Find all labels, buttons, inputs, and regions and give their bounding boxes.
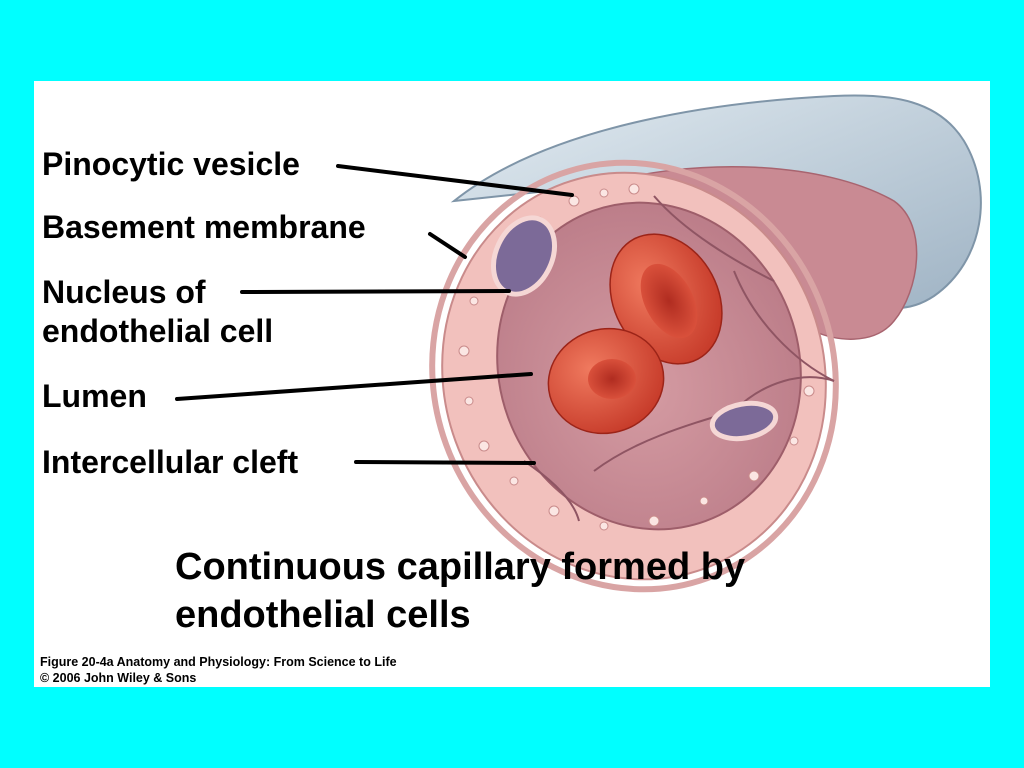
figure-credit: Figure 20-4a Anatomy and Physiology: Fro… [40,654,397,686]
leader-pinocytic-vesicle [336,164,574,197]
red-blood-cell-front [547,327,665,435]
label-nucleus-line2: endothelial cell [42,313,274,349]
basement-membrane [429,159,839,593]
nucleus-lower [709,400,779,442]
credit-line1: Figure 20-4a Anatomy and Physiology: Fro… [40,655,397,669]
capillary-illustration [175,94,982,593]
label-intercellular-cleft: Intercellular cleft [42,444,299,480]
leader-nucleus [240,289,511,294]
leader-lumen [175,372,533,401]
label-pinocytic-vesicle: Pinocytic vesicle [42,146,300,182]
label-basement-membrane: Basement membrane [42,209,366,245]
figure-caption: Continuous capillary formed by endotheli… [175,543,745,639]
credit-line2: © 2006 John Wiley & Sons [40,671,197,685]
label-nucleus-line1: Nucleus of [42,274,206,310]
caption-line2: endothelial cells [175,594,471,636]
red-blood-cell-back [609,233,723,365]
slide-panel: Pinocytic vesicle Basement membrane Nucl… [34,81,990,687]
leader-basement-membrane [428,232,467,259]
leader-lines [175,164,574,465]
caption-line1: Continuous capillary formed by [175,546,746,588]
label-lumen: Lumen [42,378,147,414]
leader-intercellular-cleft [354,460,536,465]
